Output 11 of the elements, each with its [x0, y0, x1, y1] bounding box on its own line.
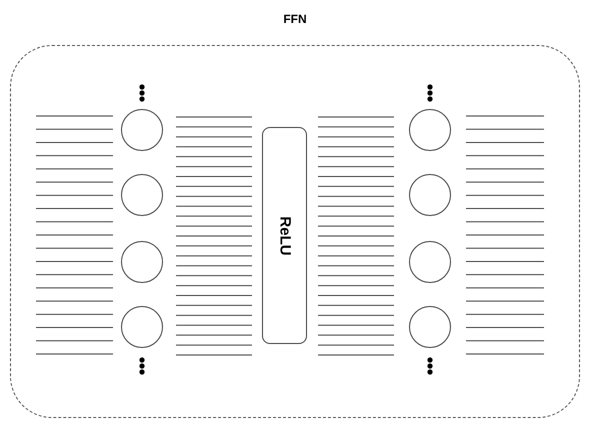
neuron-circle [121, 174, 163, 216]
container-label: FFN [283, 12, 307, 26]
neuron-circle [121, 241, 163, 283]
activation-box [262, 127, 307, 344]
neuron-circle [409, 174, 451, 216]
neuron-circle [409, 109, 451, 151]
neuron-circle [409, 306, 451, 348]
neuron-circle [409, 241, 451, 283]
node-label: ReLU [276, 216, 293, 256]
neuron-circle [121, 109, 163, 151]
neuron-circle [121, 306, 163, 348]
